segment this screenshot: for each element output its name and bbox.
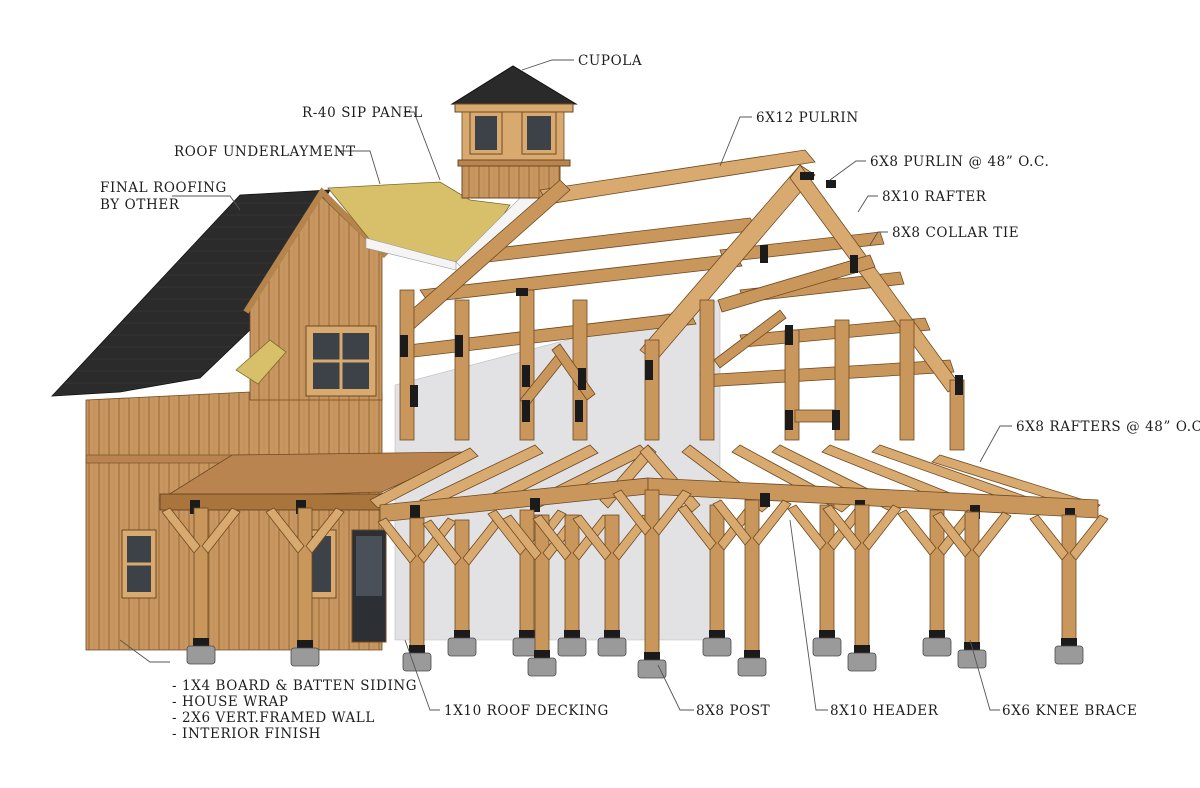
post-base-plate [854, 645, 870, 653]
post-base-plate [519, 630, 535, 638]
post-base-plate [819, 630, 835, 638]
sip-panel [235, 339, 287, 385]
concrete-pier [702, 637, 732, 657]
knee-brace-6x6 [677, 504, 717, 551]
post-8x8 [454, 519, 470, 641]
post-8x8 [604, 514, 620, 641]
post-8x8 [929, 509, 945, 641]
post-8x8 [964, 511, 980, 653]
label-final-roofing: FINAL ROOFING [100, 180, 227, 196]
label-6x6-knee-brace: 6X6 KNEE BRACE [1002, 703, 1137, 719]
post-base-plate [193, 638, 209, 646]
concrete-pier [957, 649, 987, 669]
label-8x8-collar-tie: 8X8 COLLAR TIE [892, 225, 1019, 241]
post-8x8 [854, 504, 870, 656]
label-roof-underlayment: ROOF UNDERLAYMENT [174, 144, 356, 160]
label-sip-panel: R-40 SIP PANEL [302, 105, 423, 121]
concrete-pier [637, 659, 667, 679]
knee-brace-6x6 [932, 511, 972, 558]
post-8x8 [644, 489, 660, 663]
post-base-plate [534, 650, 550, 658]
concrete-pier [290, 647, 320, 667]
porch-roof [158, 444, 1101, 523]
knee-brace-6x6 [1069, 514, 1109, 561]
knee-brace-6x6 [612, 489, 652, 536]
board-batten-wall [85, 391, 383, 651]
knee-brace-6x6 [377, 517, 417, 564]
window-upper [305, 325, 377, 397]
concrete-pier [847, 652, 877, 672]
post-8x8 [1061, 514, 1077, 649]
knee-brace-6x6 [265, 507, 305, 554]
post-8x8 [709, 504, 725, 641]
post-base-plate [929, 630, 945, 638]
concrete-pier [186, 645, 216, 665]
concrete-pier [557, 637, 587, 657]
post-base-plate [454, 630, 470, 638]
post-base-plate [709, 630, 725, 638]
knee-brace-6x6 [897, 509, 937, 556]
knee-brace-6x6 [305, 507, 345, 554]
label-6x8-rafters: 6X8 RAFTERS @ 48” O.C. [1016, 419, 1200, 435]
knee-brace-6x6 [972, 511, 1012, 558]
post-8x8 [297, 507, 313, 651]
label-by-other: BY OTHER [100, 197, 180, 213]
knee-brace-6x6 [487, 509, 527, 556]
concrete-pier [597, 637, 627, 657]
knee-brace-6x6 [822, 504, 862, 551]
label-8x10-rafter: 8X10 RAFTER [882, 189, 987, 205]
knee-brace-6x6 [752, 499, 792, 546]
concrete-pier [402, 652, 432, 672]
label-6x12-pulrin: 6X12 PULRIN [756, 110, 859, 126]
knee-brace-6x6 [532, 514, 572, 561]
knee-brace-6x6 [1029, 514, 1069, 561]
post-8x8 [819, 504, 835, 641]
barn-building [51, 169, 561, 651]
knee-brace-6x6 [422, 519, 462, 566]
post-base-plate [564, 630, 580, 638]
window-lower-left [121, 529, 157, 599]
post-base-plate [744, 650, 760, 658]
post-8x8 [744, 499, 760, 661]
knee-brace-6x6 [712, 499, 752, 546]
post-8x8 [409, 517, 425, 656]
label-6x8-purlin: 6X8 PURLIN @ 48” O.C. [870, 154, 1049, 170]
upper-timber-frame [399, 149, 965, 451]
concrete-pier [922, 637, 952, 657]
knee-brace-6x6 [862, 504, 902, 551]
post-base-plate [297, 640, 313, 648]
label-8x10-header: 8X10 HEADER [830, 703, 939, 719]
label-wall-siding: - 1X4 BOARD & BATTEN SIDING [172, 678, 417, 694]
post-8x8 [564, 514, 580, 641]
knee-brace-6x6 [787, 504, 827, 551]
cupola [450, 65, 578, 199]
porch-posts [161, 489, 1109, 679]
label-wall-framed: - 2X6 VERT.FRAMED WALL [172, 710, 375, 726]
concrete-pier [1054, 645, 1084, 665]
label-cupola: CUPOLA [578, 53, 642, 69]
post-8x8 [193, 507, 209, 649]
post-base-plate [644, 652, 660, 660]
concrete-pier [527, 657, 557, 677]
label-wall-house-wrap: - HOUSE WRAP [172, 694, 289, 710]
callout-labels: CUPOLA R-40 SIP PANEL ROOF UNDERLAYMENT … [100, 53, 1200, 742]
concrete-pier [812, 637, 842, 657]
label-roof-decking: 1X10 ROOF DECKING [444, 703, 609, 719]
knee-brace-6x6 [572, 514, 612, 561]
knee-brace-6x6 [161, 507, 201, 554]
entry-door [351, 529, 387, 643]
concrete-pier [737, 657, 767, 677]
concrete-pier [447, 637, 477, 657]
knee-brace-6x6 [502, 514, 542, 561]
leader-lines [119, 59, 1012, 711]
post-base-plate [1061, 638, 1077, 646]
label-wall-interior: - INTERIOR FINISH [172, 726, 321, 742]
knee-brace-6x6 [201, 507, 241, 554]
label-8x8-post: 8X8 POST [696, 703, 770, 719]
post-base-plate [409, 645, 425, 653]
post-base-plate [604, 630, 620, 638]
